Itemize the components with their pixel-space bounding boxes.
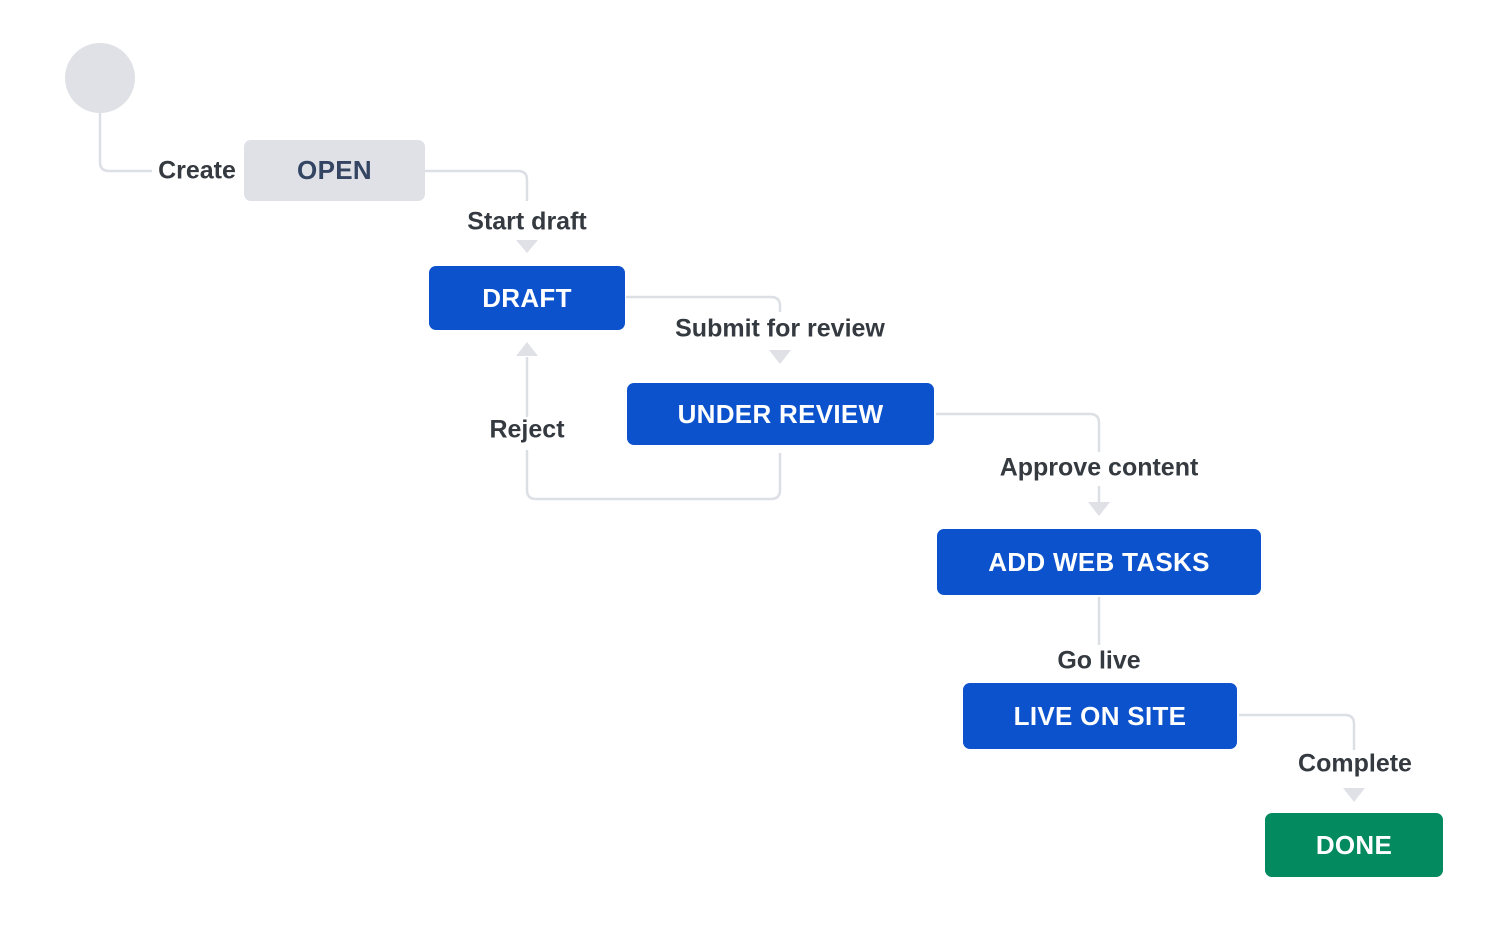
- status-node-under-review[interactable]: UNDER REVIEW: [627, 383, 934, 445]
- status-node-done[interactable]: DONE: [1265, 813, 1443, 877]
- transition-label-reject[interactable]: Reject: [489, 415, 565, 444]
- status-label-add-web-tasks: ADD WEB TASKS: [988, 546, 1210, 577]
- edge-complete: [1239, 713, 1356, 750]
- transition-label-start-draft[interactable]: Start draft: [467, 207, 587, 236]
- status-label-done: DONE: [1315, 829, 1393, 860]
- status-label-open: OPEN: [297, 155, 372, 185]
- status-label-live-on-site: LIVE ON SITE: [1013, 700, 1187, 731]
- start-draft-arrowhead-icon: [516, 240, 538, 253]
- status-label-draft: DRAFT: [482, 282, 572, 313]
- transition-label-go-live[interactable]: Go live: [1057, 646, 1141, 675]
- edge-create: [98, 113, 152, 173]
- transition-label-approve-content[interactable]: Approve content: [999, 453, 1199, 482]
- transition-label-submit-for-review[interactable]: Submit for review: [675, 314, 885, 343]
- edge-approve-content: [936, 412, 1101, 502]
- transition-label-complete[interactable]: Complete: [1298, 749, 1412, 778]
- status-node-draft[interactable]: DRAFT: [429, 266, 625, 330]
- status-node-live-on-site[interactable]: LIVE ON SITE: [963, 683, 1237, 749]
- transition-label-create[interactable]: Create: [158, 156, 236, 185]
- status-node-open[interactable]: OPEN: [244, 140, 425, 201]
- status-node-add-web-tasks[interactable]: ADD WEB TASKS: [937, 529, 1261, 595]
- edge-start-draft: [425, 169, 529, 201]
- start-node[interactable]: [65, 43, 135, 113]
- edge-reject: [525, 357, 782, 501]
- status-label-under-review: UNDER REVIEW: [677, 398, 884, 429]
- submit-for-review-arrowhead-icon: [769, 350, 791, 364]
- reject-arrowhead-icon: [516, 342, 538, 356]
- complete-arrowhead-icon: [1343, 788, 1365, 802]
- edge-submit-for-review: [626, 295, 782, 312]
- approve-content-arrowhead-icon: [1088, 502, 1110, 516]
